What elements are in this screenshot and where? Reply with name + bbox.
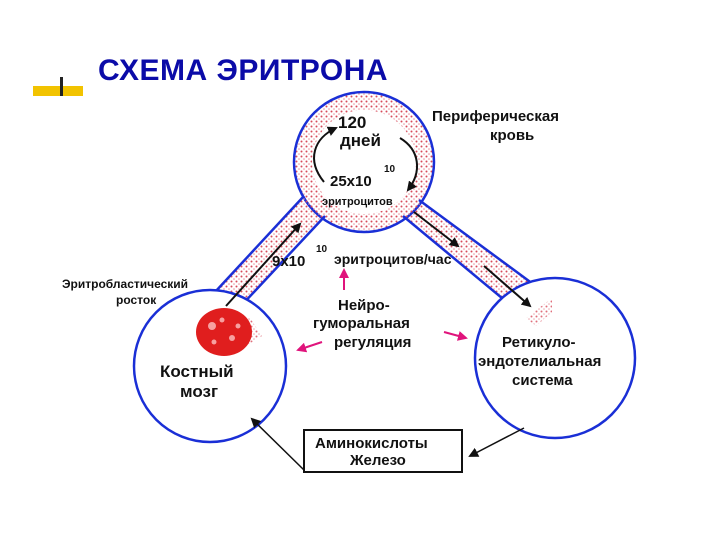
rate-exponent: 10 [316, 244, 328, 255]
res-label-2: эндотелиальная [478, 353, 601, 370]
peripheral-blood-label-1: Периферическая [432, 108, 559, 125]
rate-base: 9х10 [272, 253, 305, 270]
count-exponent: 10 [384, 164, 396, 175]
marrow-to-blood-arrow [225, 222, 302, 307]
peripheral-blood-inner [312, 110, 416, 214]
blood-to-res-arrow-2 [483, 265, 532, 308]
res-label-3: система [512, 372, 573, 389]
bone-marrow-label-2: мозг [180, 382, 218, 401]
res-label-1: Ретикуло- [502, 334, 575, 351]
erythroblast-blob [196, 308, 252, 356]
neuro-label-1: Нейро- [338, 297, 390, 314]
vessel-outline [132, 90, 637, 444]
res-to-amino-arrow [468, 427, 525, 457]
blood-to-res-arrow-1 [413, 211, 460, 248]
amino-acids-label: Аминокислоты [315, 435, 428, 452]
title-accent-bar [33, 86, 83, 96]
neuro-label-2: гуморальная [313, 315, 410, 332]
erythroblastic-label-1: Эритробластический [62, 277, 188, 291]
left-channel-outer-edge [202, 195, 305, 306]
regulation-arrow-right [443, 331, 468, 341]
regulation-arrow-left [296, 341, 323, 353]
slide-title: СХЕМА ЭРИТРОНА [98, 54, 389, 87]
iron-label: Железо [349, 452, 406, 469]
amino-acids-box [303, 429, 463, 473]
circulation-arrow-left [313, 126, 338, 183]
neuro-label-3: регуляция [334, 334, 411, 351]
res-circle [473, 276, 637, 440]
bone-marrow-label-1: Костный [160, 362, 234, 381]
rate-unit: эритроцитов/час [334, 251, 452, 267]
days-value: 120 [338, 113, 366, 132]
count-unit: эритроцитов [322, 196, 393, 208]
days-unit: дней [340, 131, 381, 150]
res-channel-spill [526, 298, 552, 326]
title-accent-mark [60, 77, 63, 96]
count-base: 25х10 [330, 173, 372, 190]
erythroblastic-label-2: росток [116, 293, 157, 307]
amino-to-marrow-arrow [250, 417, 305, 471]
circulation-arrow-right [399, 137, 419, 192]
peripheral-blood-label-2: кровь [490, 127, 534, 144]
